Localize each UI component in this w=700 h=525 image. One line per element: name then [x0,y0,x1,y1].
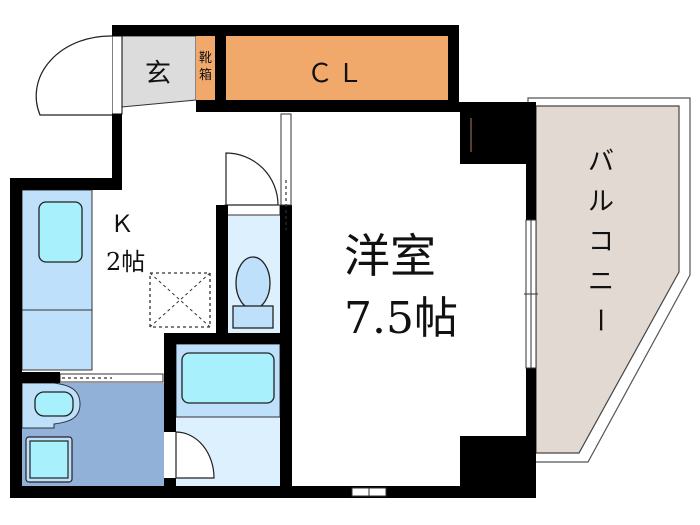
walls [10,25,536,498]
toilet-bowl-icon [235,256,271,310]
toilet-tank-icon [232,305,274,329]
entrance: 玄 [121,35,197,108]
balcony-window[interactable] [524,219,538,369]
western-room-size-label: 7.5帖 [344,293,458,344]
western-room-label: 洋室 [344,229,436,283]
closet-label: ＣＬ [307,59,367,89]
toilet-room [228,215,280,333]
bathroom-door[interactable] [166,431,215,479]
bathtub-icon [181,352,275,404]
shoe-box-label: 箱 [199,67,212,83]
svg-text:コ: コ [588,227,614,257]
svg-text:ー: ー [584,307,614,333]
sink-icon [38,201,83,263]
washroom-door[interactable] [59,373,164,383]
entry-door[interactable] [35,35,123,116]
closet: ＣＬ [226,36,448,100]
room-sliding-door[interactable] [280,113,292,230]
kitchen-size-label: 2帖 [106,248,145,276]
washbasin-icon [34,391,74,417]
toilet-door[interactable] [224,152,281,216]
shoe-box: 靴 箱 [196,36,215,100]
svg-text:バ: バ [588,147,614,177]
shoe-box-label: 靴 [199,51,212,66]
fridge-space [149,272,211,328]
svg-text:ニ: ニ [588,267,614,297]
balcony-label: バ ル コ ニ ー [584,147,614,333]
svg-text:ル: ル [588,187,614,217]
entrance-label: 玄 [145,59,171,89]
kitchen-counter [21,189,93,371]
kitchen-label: Ｋ [110,210,134,238]
washroom [21,382,164,486]
bottom-vent [351,487,387,497]
